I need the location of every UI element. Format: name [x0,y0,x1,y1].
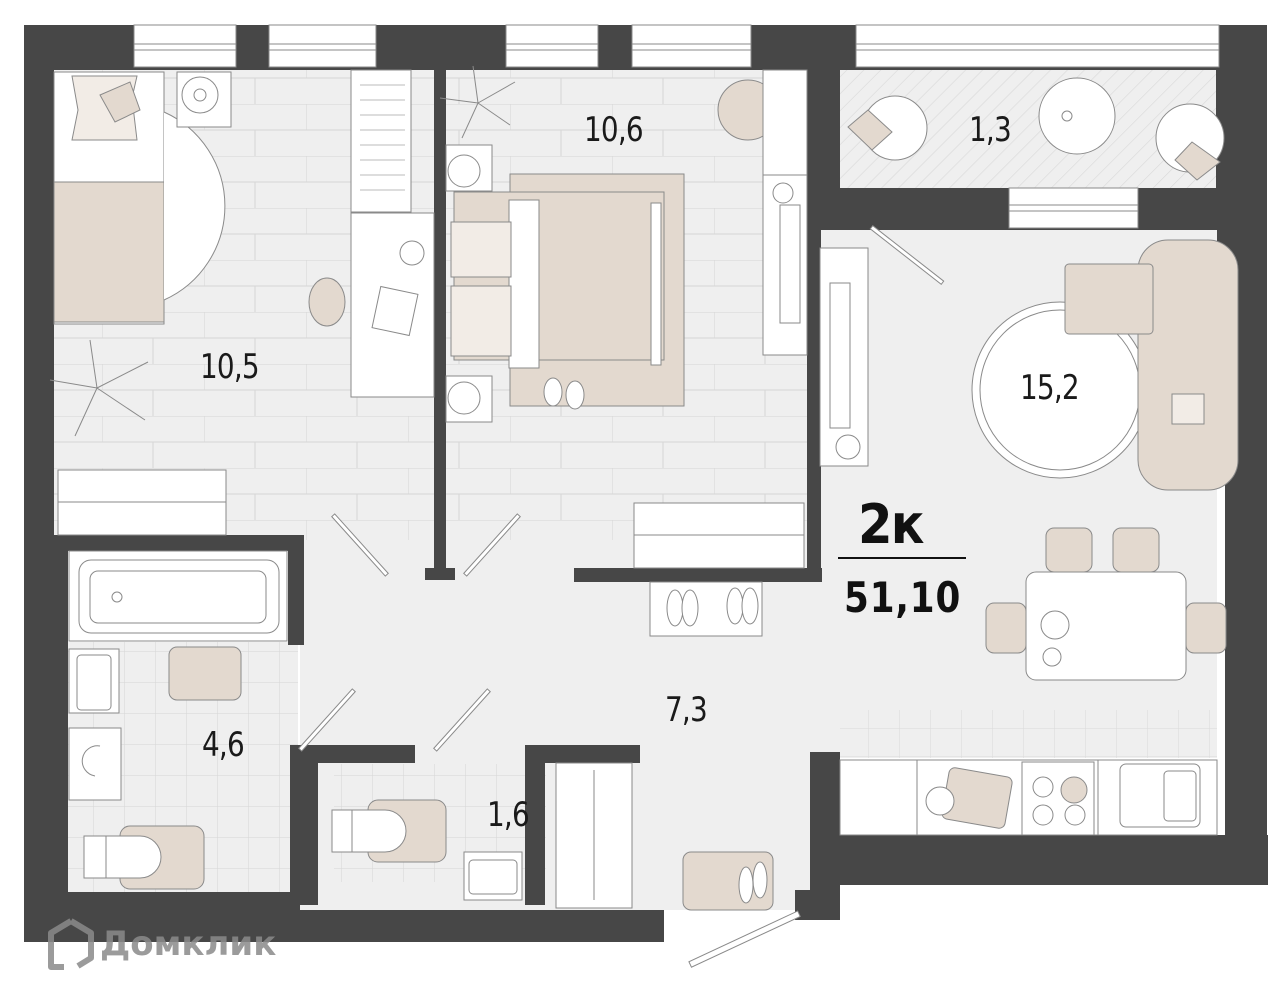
wardrobe-2a [762,69,808,176]
door-bedroom-2 [463,513,521,577]
side-table-balcony [1038,77,1116,155]
room-area-bathroom: 4,6 [202,725,245,765]
kitchen-backsplash [837,710,1217,758]
bookshelf-1 [350,69,412,213]
armchair-balcony-1 [847,95,928,161]
tv-stand-living [819,247,869,467]
room-area-hallway: 7,3 [665,690,708,730]
chair-1 [308,277,346,327]
tv-stand-2 [762,174,808,356]
nightstand-2a [445,144,493,192]
windows [133,24,1220,229]
plant-2 [439,65,516,139]
washing-machine [68,727,122,801]
door-bedroom-1 [331,513,389,577]
wardrobe-1 [57,469,227,536]
room-area-wc: 1,6 [487,795,530,835]
interior-walls [54,60,1228,920]
toilet-wc [331,799,447,863]
door-mat [682,851,774,911]
shoe-rack [649,581,763,637]
door-balcony [869,225,945,285]
slippers [543,377,585,410]
sink-wc [463,851,523,901]
kitchen-counter [839,759,1218,836]
door-bathroom [298,688,356,752]
house-logo-icon [48,918,94,970]
plant-1 [49,339,149,437]
armchair-balcony-2 [1155,103,1225,181]
nightstand-1 [176,71,232,128]
dining-chairs [985,527,1227,654]
room-area-bedroom-2: 10,6 [584,110,644,150]
round-rug-living [971,301,1149,479]
room-area-living-kitchen: 15,2 [1020,368,1080,408]
toilet-bathroom [83,825,205,890]
wardrobe-hallway [555,762,633,909]
room-area-bedroom-1: 10,5 [200,347,260,387]
door-wc [433,688,491,752]
bed-single [53,71,165,325]
watermark: Домклик [48,918,276,970]
nightstand-2b [445,375,493,423]
entrance-door [688,910,801,968]
bath-mat [168,646,242,701]
bed-double [450,191,665,369]
watermark-text: Домклик [100,924,277,964]
sink-bathroom [68,648,120,714]
desk [350,212,435,398]
sofa [1064,239,1239,491]
apartment-type: 2к [858,493,924,556]
total-area: 51,10 [844,573,962,622]
room-area-balcony: 1,3 [969,110,1012,150]
label-divider [838,557,966,559]
wardrobe-2b [633,502,805,569]
bathtub [68,550,288,642]
dining-table [1025,571,1187,681]
round-rug-1 [163,111,226,301]
